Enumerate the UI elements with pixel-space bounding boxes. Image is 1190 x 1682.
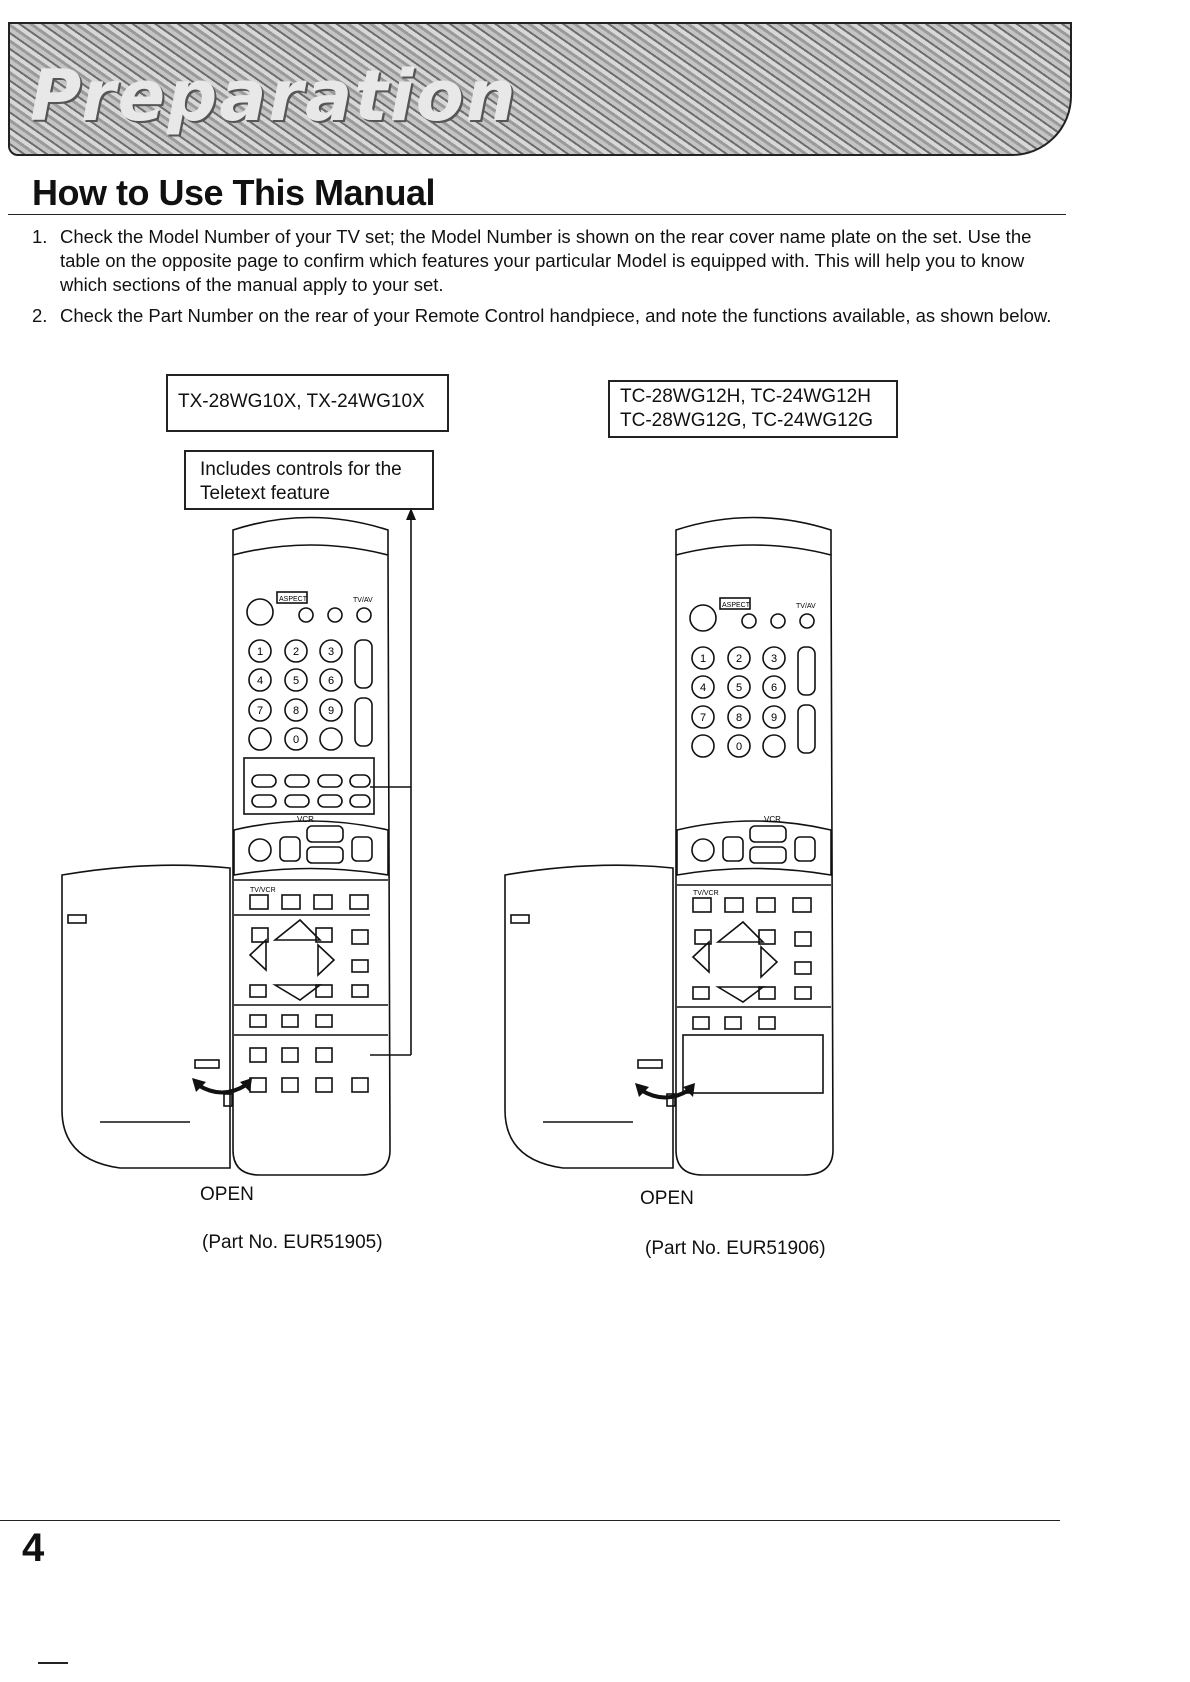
step-number: 1. [32, 226, 48, 247]
digit-key-label: 0 [736, 741, 742, 753]
digit-key-label: 8 [736, 712, 742, 724]
vcr-label: VCR [764, 815, 781, 824]
part-number-right: (Part No. EUR51906) [645, 1238, 826, 1259]
digit-key-label: 3 [328, 646, 334, 658]
digit-key-label: 7 [257, 705, 263, 717]
banner-title: Preparation [30, 55, 518, 137]
tvvcr-label: TV/VCR [693, 890, 719, 897]
model-list-line-2: TC-28WG12G, TC-24WG12G [620, 410, 874, 431]
digit-key-label: 5 [736, 682, 742, 694]
callout-text: Includes controls for the Teletext featu… [200, 459, 402, 504]
digit-key-label: 8 [293, 705, 299, 717]
digit-key-label: 0 [293, 734, 299, 746]
digit-key-label: 1 [700, 653, 706, 665]
digit-key-label: 4 [700, 682, 706, 694]
digit-key-label: 1 [257, 646, 263, 658]
aspect-label: ASPECT [279, 596, 308, 603]
step-1: 1. Check the Model Number of your TV set… [32, 225, 1072, 300]
teletext-panel [243, 757, 375, 815]
digit-key-label: 4 [257, 675, 263, 687]
digit-key-label: 6 [328, 675, 334, 687]
section-title: How to Use This Manual [32, 172, 436, 213]
step-number: 2. [32, 305, 48, 326]
step-text: Check the Part Number on the rear of you… [60, 305, 1052, 326]
remote-illustrations: ASPECT TV/AV ASPECT TV/AV VCR VCR TV/VCR… [61, 508, 834, 1176]
aspect-label: ASPECT [722, 602, 751, 609]
digit-key-label: 2 [293, 646, 299, 658]
digit-key-label: 7 [700, 712, 706, 724]
tvav-label: TV/AV [796, 603, 816, 610]
model-list-line-1: TC-28WG12H, TC-24WG12H [620, 386, 871, 407]
tvav-label: TV/AV [353, 597, 373, 604]
page-number: 4 [22, 1526, 45, 1570]
callout-arrowhead [406, 508, 416, 520]
digit-key-label: 5 [293, 675, 299, 687]
model-list: TX-28WG10X, TX-24WG10X [178, 391, 425, 412]
title-rule [8, 214, 1066, 215]
header-banner [8, 22, 1072, 156]
footer-mark [38, 1662, 68, 1664]
teletext-callout: Includes controls for the Teletext featu… [184, 450, 434, 510]
open-label-left: OPEN [200, 1184, 254, 1205]
model-box-right: TC-28WG12H, TC-24WG12H TC-28WG12G, TC-24… [608, 380, 898, 438]
digit-key-label: 6 [771, 682, 777, 694]
part-number-left: (Part No. EUR51905) [202, 1232, 383, 1253]
remote-right [504, 516, 834, 1176]
open-arrow-left [196, 1083, 248, 1095]
vcr-label: VCR [297, 815, 314, 824]
open-arrow-right [639, 1088, 691, 1100]
digit-pad [248, 639, 373, 751]
model-box-left: TX-28WG10X, TX-24WG10X [166, 374, 449, 432]
digit-key-label: 3 [771, 653, 777, 665]
step-text: Check the Model Number of your TV set; t… [60, 226, 1032, 295]
step-2: 2. Check the Part Number on the rear of … [32, 304, 1072, 354]
open-label-right: OPEN [640, 1188, 694, 1209]
digit-key-label: 2 [736, 653, 742, 665]
footer-rule [0, 1520, 1060, 1521]
digit-key-label: 9 [328, 705, 334, 717]
remote-left [61, 516, 391, 1176]
digit-key-label: 9 [771, 712, 777, 724]
tvvcr-label: TV/VCR [250, 887, 276, 894]
